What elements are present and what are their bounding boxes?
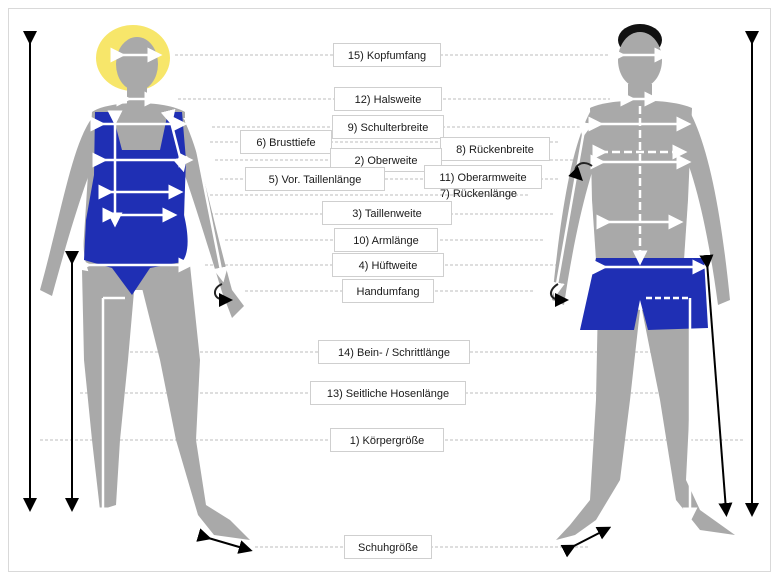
label-wrist-circumference: Handumfang — [342, 279, 434, 303]
label-front-waist-length: 5) Vor. Taillenlänge — [245, 167, 385, 191]
label-arm-length: 10) Armlänge — [334, 228, 438, 252]
label-chest-depth: 6) Brusttiefe — [240, 130, 332, 154]
label-inseam-length: 14) Bein- / Schrittlänge — [318, 340, 470, 364]
label-head-circumference: 15) Kopfumfang — [333, 43, 441, 67]
label-back-length: 7) Rückenlänge — [440, 182, 550, 206]
label-neck-width: 12) Halsweite — [334, 87, 442, 111]
label-body-height: 1) Körpergröße — [330, 428, 444, 452]
label-shoe-size: Schuhgröße — [344, 535, 432, 559]
label-waist-width: 3) Taillenweite — [322, 201, 452, 225]
label-shoulder-width: 9) Schulterbreite — [332, 115, 444, 139]
label-side-leg-length: 13) Seitliche Hosenlänge — [310, 381, 466, 405]
label-back-width: 8) Rückenbreite — [440, 137, 550, 161]
label-hip-width: 4) Hüftweite — [332, 253, 444, 277]
